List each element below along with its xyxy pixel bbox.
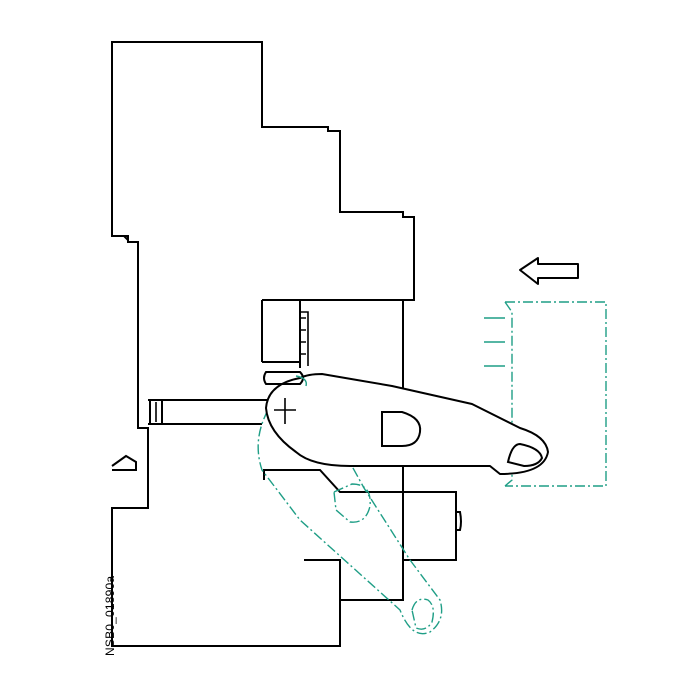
alternate-lever-outline: [257, 387, 443, 635]
left-arrow-icon: [519, 257, 579, 285]
device-housing-outline: [111, 41, 415, 647]
latch-knob: [456, 511, 462, 531]
lever-recess: [261, 299, 403, 368]
alternate-lever-slot-tip: [411, 598, 435, 630]
drawing-code: NSB0_01890a: [103, 575, 117, 656]
lower-body-step: [304, 559, 341, 600]
lever-tip-slot: [506, 442, 544, 468]
rail-notch-top: [112, 235, 129, 241]
alternate-lever-slot-d: [333, 483, 371, 523]
rail-clip-bottom: [111, 454, 137, 471]
alternate-position-ticks: [484, 317, 505, 367]
pivot-center-mark: [274, 398, 296, 424]
alternate-position-box: [504, 301, 607, 487]
shaft-end-cap: [149, 399, 163, 425]
pivot-shaft: [148, 399, 270, 425]
recess-inner-line: [300, 311, 309, 366]
lower-body-block: [263, 469, 403, 493]
lever-arm: [265, 373, 549, 475]
lever-pin: [263, 371, 304, 385]
lever-d-slot: [381, 411, 422, 447]
recess-hatch: [300, 317, 306, 355]
latch-block: [403, 491, 457, 561]
lever-pin-ghost: [295, 375, 307, 387]
